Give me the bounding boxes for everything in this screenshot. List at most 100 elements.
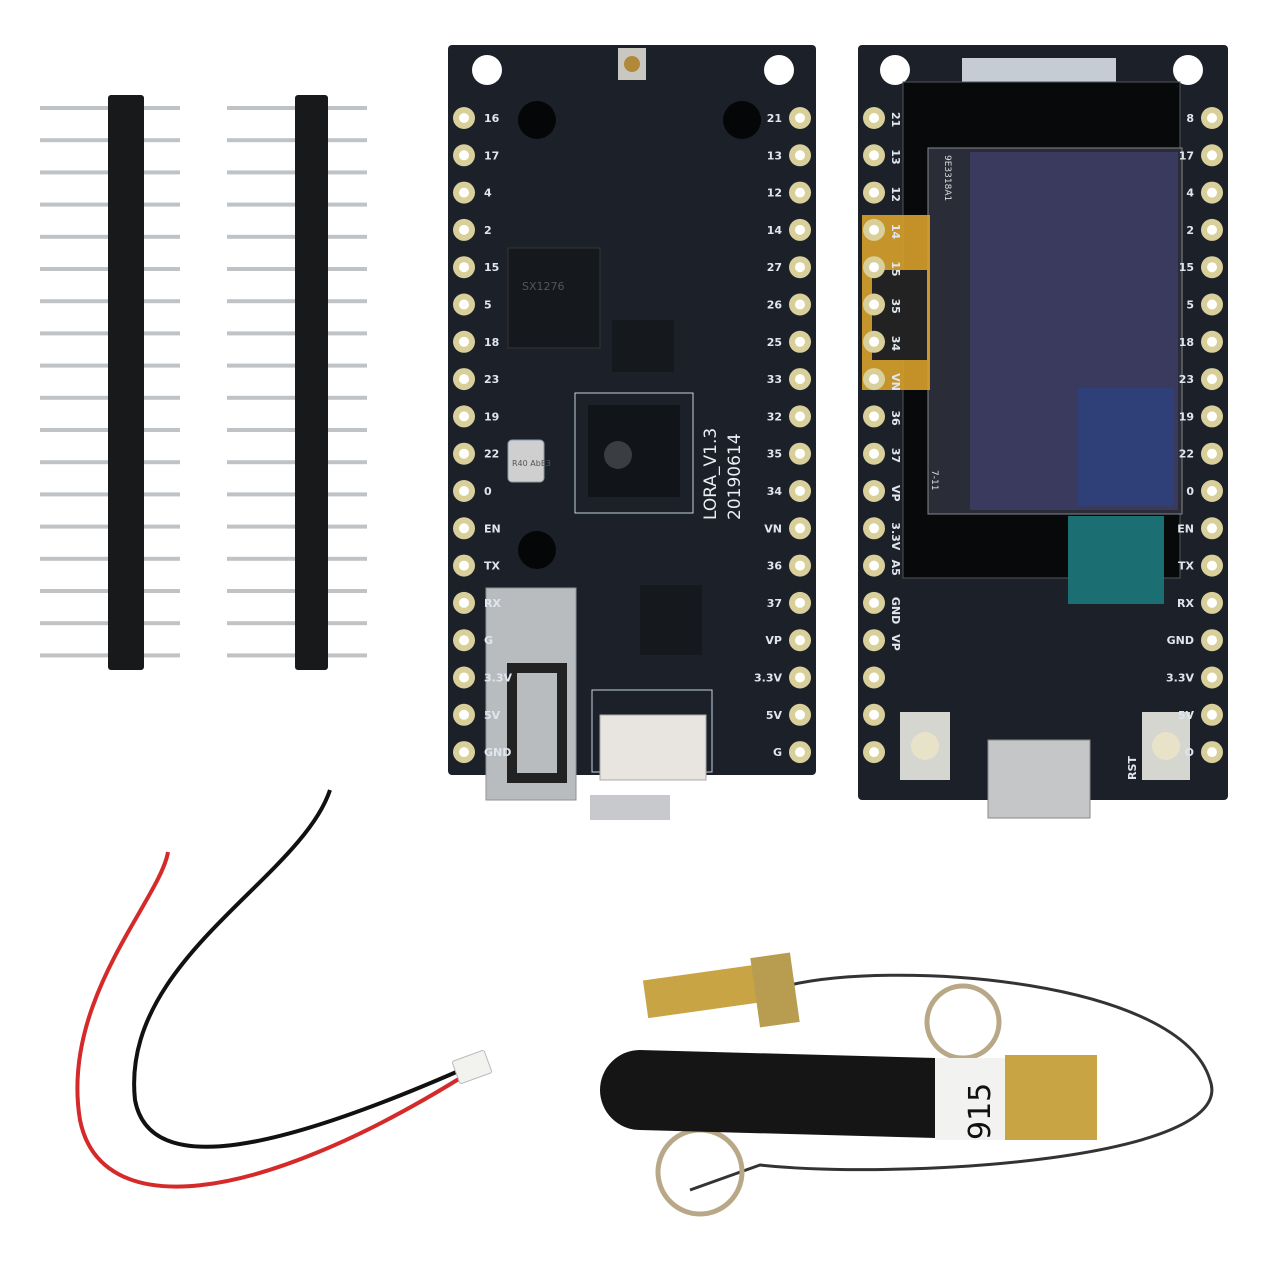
pin-hole xyxy=(795,709,805,720)
pin-hole xyxy=(459,113,469,123)
pin-hole xyxy=(1207,597,1217,608)
pin-hole xyxy=(795,299,805,310)
pin-label: 3.3V xyxy=(484,672,512,685)
pin-label: G xyxy=(484,634,493,647)
pin-hole xyxy=(795,597,805,608)
pin-hole xyxy=(795,336,805,347)
pin-label: 32 xyxy=(767,410,782,423)
pin-hole xyxy=(869,336,879,347)
rst-label: RST xyxy=(1126,756,1139,780)
pin-label: 14 xyxy=(767,224,783,237)
pin-label: 3.3V xyxy=(889,522,902,550)
pin-hole xyxy=(1207,709,1217,720)
pin-label: 19 xyxy=(484,410,499,423)
pin-label: TX xyxy=(1178,560,1195,573)
pin-hole xyxy=(795,747,805,758)
lora-board: SX1276 R40 AbE3 LORA_V1.3 20190614 16174… xyxy=(448,45,816,820)
pin-hole xyxy=(869,560,879,571)
pin-label: 23 xyxy=(1179,373,1194,386)
pin-label: 35 xyxy=(767,448,782,461)
pin-hole xyxy=(795,113,805,123)
pin-label: A5 xyxy=(889,560,902,576)
jst-battery-cable xyxy=(75,789,493,1189)
pin-hole xyxy=(459,411,469,422)
pin-label: 8 xyxy=(1186,112,1194,125)
pin-label: 5 xyxy=(1186,299,1194,312)
pin-label: EN xyxy=(484,522,501,535)
pin-label: EN xyxy=(1177,522,1194,535)
pin-label: GND xyxy=(1167,634,1194,647)
pin-label: 33 xyxy=(767,373,782,386)
pin-hole xyxy=(869,150,879,161)
pin-hole xyxy=(795,448,805,459)
pin-label: 21 xyxy=(889,112,902,127)
pin-hole xyxy=(869,374,879,385)
pin-label: VN xyxy=(764,522,782,535)
display-date: 7-11 xyxy=(929,470,939,490)
pin-hole xyxy=(795,672,805,683)
pin-label: 5V xyxy=(766,709,783,722)
pin-hole xyxy=(869,523,879,534)
pin-hole xyxy=(1207,560,1217,571)
pin-hole xyxy=(1207,113,1217,123)
red-wire xyxy=(75,851,472,1189)
pin-headers xyxy=(40,95,367,670)
ipex-pigtail-cable xyxy=(689,973,1214,1192)
lock-washer xyxy=(655,1127,745,1217)
reset-button-cap[interactable] xyxy=(1152,732,1180,760)
pin-hole xyxy=(869,635,879,646)
pin-hole xyxy=(869,411,879,422)
esp32-chip xyxy=(588,405,680,497)
pin-hole xyxy=(459,150,469,161)
pin-hole xyxy=(1207,672,1217,683)
pin-hole xyxy=(869,448,879,459)
pin-hole xyxy=(1207,224,1217,235)
pin-label: 2 xyxy=(1186,224,1194,237)
mount-hole xyxy=(880,55,910,85)
pin-label: 5V xyxy=(1178,709,1195,722)
pin-label: 26 xyxy=(767,299,783,312)
pin-label: G xyxy=(773,746,782,759)
pin-label: 15 xyxy=(484,261,499,274)
pin-label: 4 xyxy=(1186,187,1194,200)
oled-board: 9E3318A1 7-11 RST 21131214153534VN3637VP… xyxy=(858,45,1228,819)
pin-label: 19 xyxy=(1179,410,1194,423)
pin-hole xyxy=(459,635,469,646)
pin-label: 35 xyxy=(889,299,902,314)
pin-label: 27 xyxy=(767,261,782,274)
pin-label: TX xyxy=(484,560,501,573)
antenna-rod xyxy=(600,1050,1010,1140)
pin-hole xyxy=(869,299,879,310)
display-code: 9E3318A1 xyxy=(942,155,952,201)
pin-hole xyxy=(459,523,469,534)
pin-label: 18 xyxy=(484,336,499,349)
pin-hole xyxy=(1207,486,1217,496)
pin-hole xyxy=(869,672,879,683)
ipex-center-icon xyxy=(624,56,640,72)
pin-hole xyxy=(795,486,805,496)
pin-hole xyxy=(795,224,805,235)
pin-hole xyxy=(1207,523,1217,534)
header-strip xyxy=(108,95,144,670)
pin-label: 21 xyxy=(767,112,782,125)
pin-label: O xyxy=(1185,746,1194,759)
usb-uart-chip xyxy=(640,585,702,655)
pin-label: 34 xyxy=(767,485,783,498)
header-strip xyxy=(295,95,328,670)
sma-nut xyxy=(750,952,800,1028)
crystal-label: R40 AbE3 xyxy=(512,459,551,468)
pin-label: 25 xyxy=(767,336,782,349)
boot-button-cap[interactable] xyxy=(911,732,939,760)
pin-label: 14 xyxy=(889,224,902,240)
pin-label: 15 xyxy=(1179,261,1194,274)
via-hole xyxy=(723,101,761,139)
pin-hole xyxy=(1207,411,1217,422)
pin-hole xyxy=(1207,747,1217,758)
pin-label: 23 xyxy=(484,373,499,386)
pin-label: 22 xyxy=(484,448,499,461)
lock-washer xyxy=(924,983,1002,1061)
sma-bulkhead-connector xyxy=(642,963,768,1019)
usb-port xyxy=(590,795,670,820)
jst-connector xyxy=(451,1049,493,1085)
